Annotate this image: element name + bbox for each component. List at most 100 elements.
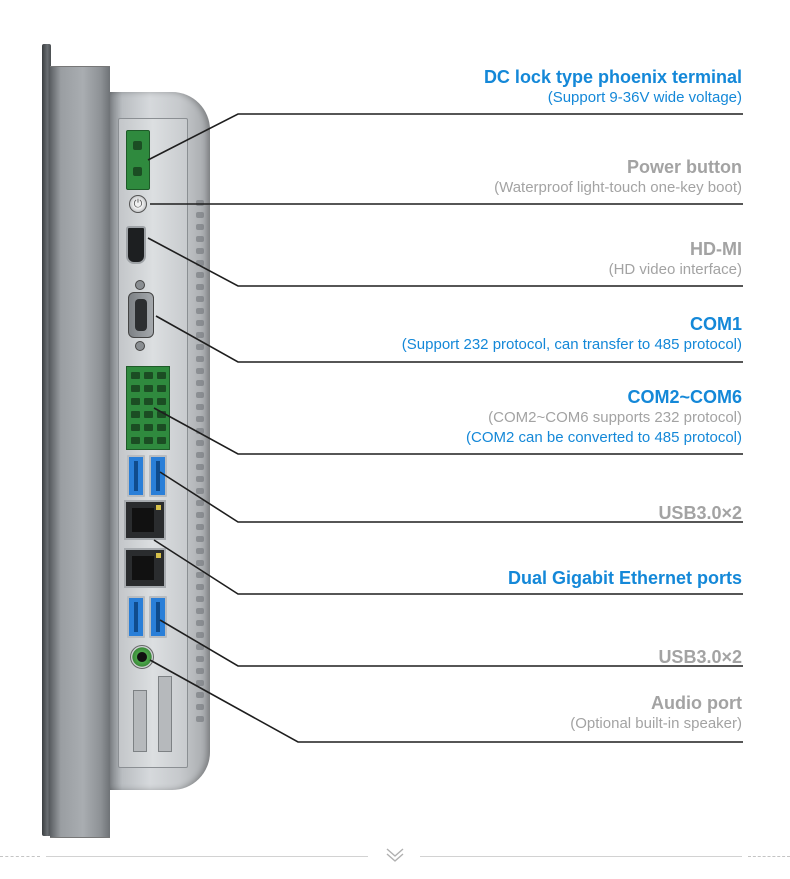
- vent-slot: [196, 260, 204, 266]
- callout-subtitle: (Optional built-in speaker): [570, 715, 742, 732]
- expansion-slot: [133, 690, 147, 752]
- vent-slot: [196, 620, 204, 626]
- vent-slot: [196, 632, 204, 638]
- terminal-pin: [144, 398, 153, 405]
- db9-screw-top: [135, 280, 145, 290]
- front-bezel-edge: [42, 44, 51, 836]
- ethernet-port: [124, 500, 166, 540]
- terminal-pin: [131, 372, 140, 379]
- callout-title: USB3.0×2: [658, 503, 742, 523]
- vent-slot: [196, 560, 204, 566]
- com1-db9-port: [128, 292, 154, 338]
- terminal-pin: [144, 437, 153, 444]
- callout-title: Audio port: [651, 693, 742, 713]
- vent-slot: [196, 596, 204, 602]
- leader-line-com2-com6: [153, 407, 743, 455]
- callout-power-button: Power button (Waterproof light-touch one…: [494, 156, 742, 198]
- callout-phoenix-terminal: DC lock type phoenix terminal (Support 9…: [484, 66, 742, 108]
- callout-title: Dual Gigabit Ethernet ports: [507, 568, 742, 588]
- ethernet-port: [124, 548, 166, 588]
- terminal-pin: [157, 372, 166, 379]
- leader-line-ethernet: [153, 539, 743, 595]
- vent-slot: [196, 692, 204, 698]
- vent-slot: [196, 500, 204, 506]
- phoenix-terminal-connector: [126, 130, 150, 190]
- footer-divider-dash-left: [0, 856, 40, 857]
- terminal-pin: [131, 424, 140, 431]
- usb-port: [127, 455, 145, 497]
- callout-audio-port: Audio port (Optional built-in speaker): [570, 692, 742, 734]
- vent-slot: [196, 668, 204, 674]
- terminal-pin: [131, 437, 140, 444]
- vent-slot: [196, 272, 204, 278]
- leader-line-usb-bottom: [159, 619, 743, 667]
- callout-subtitle: (COM2 can be converted to 485 protocol): [466, 429, 742, 446]
- terminal-pin: [144, 372, 153, 379]
- vent-slot: [196, 476, 204, 482]
- vent-slot: [196, 416, 204, 422]
- vent-slot: [196, 296, 204, 302]
- vent-slot: [196, 320, 204, 326]
- vent-slot: [196, 584, 204, 590]
- chevron-down-icon: [382, 844, 408, 864]
- callout-hdmi: HD-MI (HD video interface): [609, 238, 742, 280]
- callout-com1: COM1 (Support 232 protocol, can transfer…: [402, 313, 742, 355]
- vent-slot: [196, 248, 204, 254]
- footer-divider-left: [46, 856, 368, 857]
- callout-subtitle: (Waterproof light-touch one-key boot): [494, 179, 742, 196]
- terminal-pin: [157, 424, 166, 431]
- vent-slot: [196, 464, 204, 470]
- vent-slot: [196, 212, 204, 218]
- callout-title: COM1: [689, 314, 742, 334]
- vent-slot: [196, 680, 204, 686]
- vent-slot: [196, 452, 204, 458]
- vent-slot: [196, 236, 204, 242]
- terminal-pin: [144, 424, 153, 431]
- terminal-pin: [157, 437, 166, 444]
- usb-port: [149, 596, 167, 638]
- footer-divider-dash-right: [748, 856, 790, 857]
- vent-slot: [196, 704, 204, 710]
- usb-port: [127, 596, 145, 638]
- vent-slot: [196, 572, 204, 578]
- terminal-pin: [157, 411, 166, 418]
- leader-line-audio: [149, 659, 743, 743]
- callout-usb-bottom: USB3.0×2: [658, 646, 742, 668]
- callout-title: USB3.0×2: [658, 647, 742, 667]
- callout-subtitle: (HD video interface): [608, 261, 742, 278]
- vent-slot: [196, 200, 204, 206]
- terminal-pin: [131, 385, 140, 392]
- leader-line-com1: [155, 315, 743, 363]
- vent-slot: [196, 656, 204, 662]
- vent-slot: [196, 368, 204, 374]
- vent-slot: [196, 512, 204, 518]
- vent-slot: [196, 284, 204, 290]
- terminal-pin: [157, 385, 166, 392]
- audio-jack: [130, 645, 154, 669]
- vent-slot: [196, 536, 204, 542]
- callout-title: COM2~COM6: [627, 387, 742, 407]
- terminal-pin: [131, 411, 140, 418]
- vent-slot: [196, 404, 204, 410]
- vent-slot: [196, 344, 204, 350]
- hdmi-port: [126, 226, 146, 264]
- front-bezel: [50, 66, 110, 838]
- callout-title: Power button: [627, 157, 742, 177]
- vent-slot: [196, 488, 204, 494]
- db9-screw-bottom: [135, 341, 145, 351]
- vent-slot: [196, 380, 204, 386]
- vent-slot: [196, 224, 204, 230]
- vent-slot: [196, 392, 204, 398]
- terminal-pin: [144, 411, 153, 418]
- vent-slot: [196, 548, 204, 554]
- vent-slot: [196, 524, 204, 530]
- callout-subtitle: (Support 232 protocol, can transfer to 4…: [401, 336, 742, 353]
- vent-slot: [196, 428, 204, 434]
- leader-line-phoenix: [147, 113, 743, 161]
- vent-slot: [196, 644, 204, 650]
- terminal-pin: [144, 385, 153, 392]
- vent-slot: [196, 716, 204, 722]
- leader-line-hdmi: [147, 237, 743, 287]
